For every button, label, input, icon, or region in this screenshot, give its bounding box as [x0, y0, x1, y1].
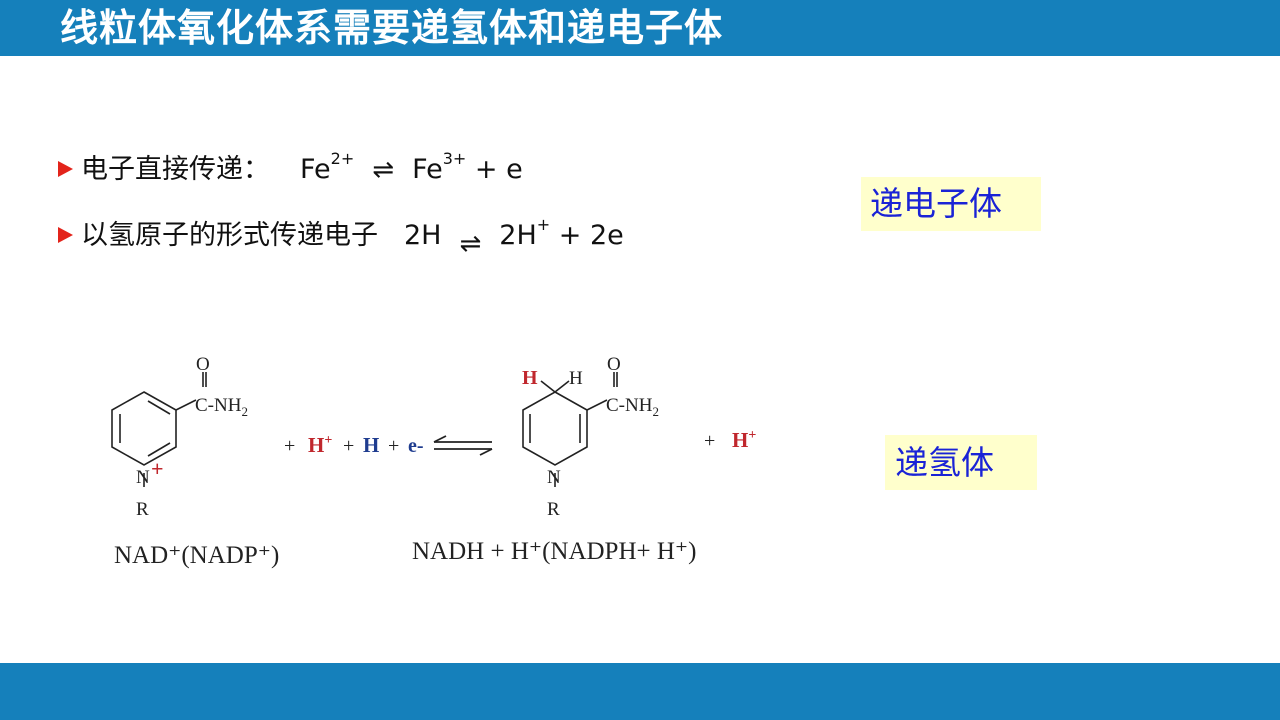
nad-reduction-diagram: O C-NH2 N + R NAD⁺(NADP⁺) + H+ + H + e- … [111, 355, 756, 569]
arrow-bullet-icon [58, 160, 73, 177]
amide-group: C-NH2 [606, 395, 659, 419]
nadh-molecule [522, 372, 618, 487]
ring-nitrogen: N [547, 467, 561, 488]
svg-text:+: + [388, 435, 399, 457]
hydrogen-red: H [522, 367, 538, 389]
arrow-bullet-icon [58, 226, 73, 243]
title-bar: 线粒体氧化体系需要递氢体和递电子体 [0, 0, 1280, 56]
svg-text:+: + [284, 435, 295, 457]
svg-text:e-: e- [408, 435, 424, 457]
product-plus: + [704, 430, 715, 452]
product-h-ion: H+ [732, 428, 756, 452]
equilibrium-arrow-icon [433, 435, 493, 456]
bullet-electron-transfer: 电子直接传递： Fe2+⇌Fe3+ + e [58, 150, 523, 190]
equation-h: 2H⇌2H+ + 2e [404, 217, 624, 260]
footer-bar [0, 663, 1280, 720]
slide-title: 线粒体氧化体系需要递氢体和递电子体 [60, 6, 724, 50]
ring-nitrogen: N [136, 467, 150, 488]
svg-text:+: + [343, 435, 354, 457]
svg-text:H+: H+ [308, 433, 332, 457]
positive-charge: + [151, 456, 164, 481]
svg-text:H: H [363, 433, 379, 457]
bullet-label: 以氢原子的形式传递电子 [81, 220, 378, 251]
reaction-reactants: + H+ + H + e- [284, 433, 424, 457]
equilibrium-arrow-icon: ⇌ [372, 155, 395, 185]
r-group: R [547, 499, 560, 520]
amide-group: C-NH2 [195, 395, 248, 419]
carbonyl-o: O [196, 355, 210, 375]
carbonyl-o: O [607, 355, 621, 375]
tag-electron-carrier: 递电子体 [861, 177, 1041, 231]
nadh-caption: NADH + H⁺(NADPH+ H⁺) [412, 538, 696, 565]
hydrogen-black: H [569, 368, 583, 389]
bullet-label: 电子直接传递： [81, 154, 270, 185]
equilibrium-arrow-icon: ⇌ [459, 229, 482, 259]
tag-hydrogen-carrier: 递氢体 [885, 435, 1037, 490]
r-group: R [136, 499, 149, 520]
equation-fe: Fe2+⇌Fe3+ + e [300, 151, 523, 186]
nad-molecule [111, 372, 207, 487]
nad-caption: NAD⁺(NADP⁺) [114, 542, 279, 569]
bullet-hydrogen-transfer: 以氢原子的形式传递电子 2H⇌2H+ + 2e [58, 216, 624, 260]
